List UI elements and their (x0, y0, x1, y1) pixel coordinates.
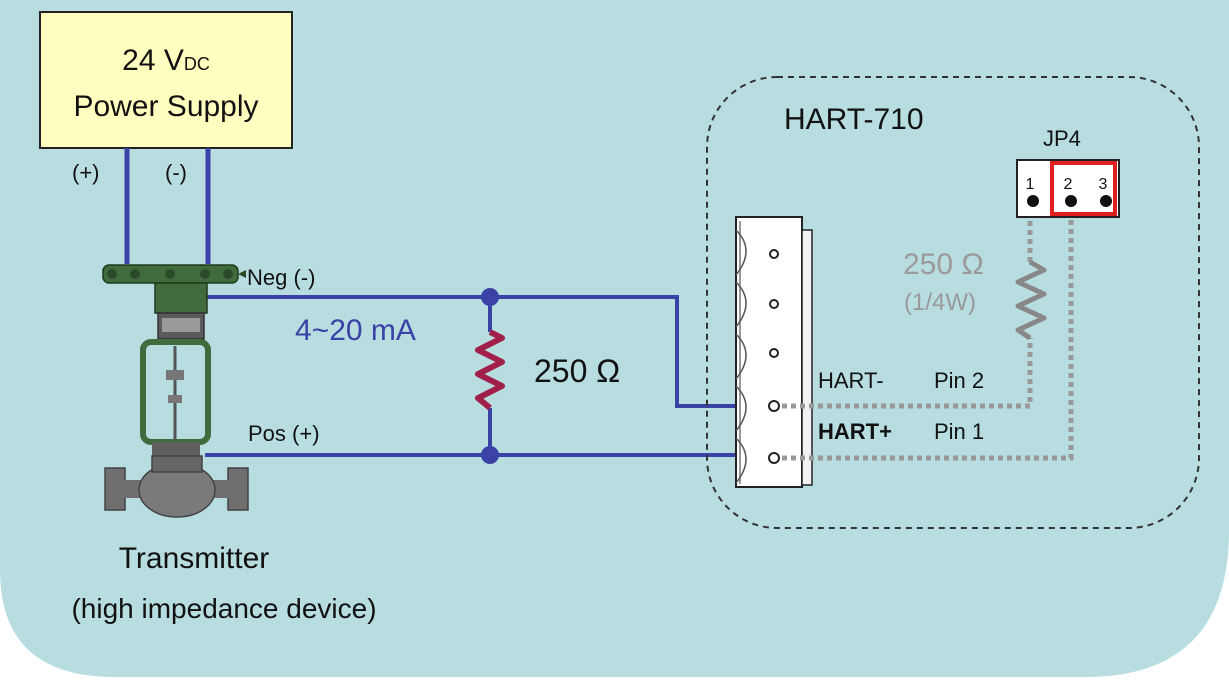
neg-terminal-label: Neg (-) (247, 265, 315, 290)
jumper-pin-label-2: 2 (1064, 176, 1073, 193)
internal-resistor-power: (1/4W) (904, 289, 976, 316)
transmitter-description: (high impedance device) (71, 593, 376, 624)
jumper-highlight (1050, 161, 1117, 216)
transmitter-name: Transmitter (119, 542, 270, 575)
jumper-pin-3 (1100, 195, 1112, 207)
terminal-pin-2 (768, 400, 780, 412)
pin2-label: Pin 2 (934, 368, 984, 393)
jumper-pin-label-1: 1 (1026, 176, 1035, 193)
power-supply-voltage: 24 VDC (122, 44, 210, 77)
jumper-title: JP4 (1043, 126, 1081, 151)
terminal-block (735, 216, 813, 488)
power-supply-name: Power Supply (73, 90, 258, 123)
pin1-label: Pin 1 (934, 419, 984, 444)
power-supply-box (39, 11, 293, 149)
power-supply: 24 VDC Power Supply (39, 11, 293, 149)
plus-terminal-label: (+) (72, 160, 100, 185)
minus-terminal-label: (-) (165, 160, 187, 185)
jumper-pin-2 (1065, 195, 1077, 207)
pos-terminal-label: Pos (+) (248, 421, 320, 446)
internal-resistor-symbol (1015, 259, 1047, 341)
hart-minus-label: HART- (818, 368, 884, 393)
transmitter-graphic (102, 264, 249, 518)
jumper-pin-label-3: 3 (1099, 176, 1108, 193)
terminal-pin-1 (768, 452, 780, 464)
supply-wires (124, 148, 211, 264)
junction-dot-top (481, 288, 499, 306)
internal-resistor-value: 250 Ω (903, 248, 984, 281)
jumper-jp4: 1 2 3 (1016, 159, 1120, 218)
loop-resistor-symbol (475, 329, 505, 411)
hart710-boundary (706, 76, 1200, 529)
loop-resistor-label: 250 Ω (534, 353, 620, 389)
junction-dot-bottom (481, 446, 499, 464)
jumper-pin-1 (1027, 195, 1039, 207)
hart710-title: HART-710 (784, 103, 924, 136)
loop-current-label: 4~20 mA (295, 314, 416, 347)
hart-plus-label: HART+ (818, 419, 892, 444)
